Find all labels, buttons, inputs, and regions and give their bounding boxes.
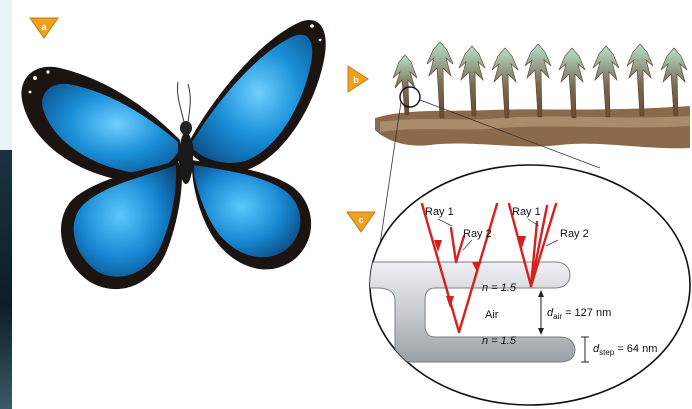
- badge-b-label: b: [353, 75, 359, 85]
- refractive-index-top: n = 1.5: [482, 282, 517, 294]
- air-label: Air: [485, 309, 499, 321]
- refractive-index-bottom: n = 1.5: [482, 335, 517, 347]
- ray1-right-label: Ray 1: [512, 206, 541, 218]
- badge-a: a: [30, 18, 58, 38]
- thin-film-diagram: Ray 1 Ray 2 Ray 1 Ray 2 n = 1.5 Air n = …: [360, 165, 690, 405]
- badge-c-label: c: [358, 215, 363, 225]
- butterfly-illustration: [21, 20, 325, 289]
- ray1-left-label: Ray 1: [425, 206, 454, 218]
- zoom-circle: [400, 87, 420, 107]
- ray2-right-label: Ray 2: [560, 228, 589, 240]
- badge-c: c: [347, 212, 375, 232]
- badge-b: b: [348, 66, 368, 92]
- ray2-left-label: Ray 2: [463, 228, 492, 240]
